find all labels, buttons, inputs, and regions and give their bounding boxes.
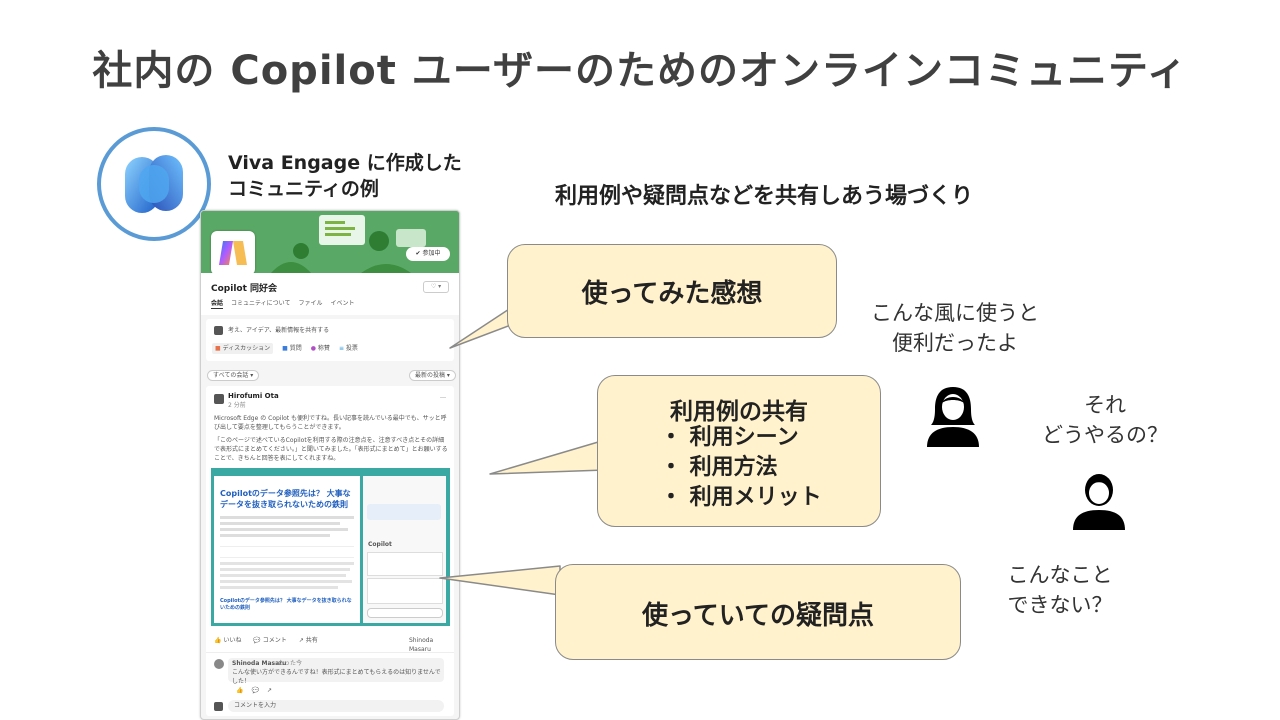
discussion-icon: ■ (215, 345, 223, 352)
pointer-usage (489, 439, 606, 475)
post-type-discussion[interactable]: ■ ディスカッション (212, 343, 274, 354)
callout-usage: 利用例の共有 ・ 利用シーン ・ 利用方法 ・ 利用メリット (597, 375, 881, 527)
copilot-label: Copilot (368, 541, 392, 548)
seen-by: Shinoda Masaru (409, 637, 434, 653)
avatar (214, 702, 223, 711)
post-author[interactable]: Hirofumi Ota (228, 392, 279, 400)
reply-bubble: Shinoda Masaru たった今 こんな使い方ができるんですね！表形式にま… (228, 658, 444, 685)
post-time: 2 分前 (228, 402, 246, 409)
reply-author[interactable]: Shinoda Masaru (232, 660, 287, 667)
community-screenshot: ✔ 参加中 Copilot 同好会 ♡ ▾ 会話 コミュニティについて ファイル… (200, 210, 460, 720)
article-subheading: Copilotのデータ参照先は？ 大事なデータを抜き取られないための鉄則 (220, 598, 352, 611)
poll-icon: ≡ (338, 345, 346, 352)
post-text-2: 「このページで述べているCopilotを利用する際の注意点を、注意すべき点とその… (214, 437, 448, 462)
screenshot-caption: Viva Engage に作成した コミュニティの例 (228, 152, 462, 200)
callout-impressions: 使ってみた感想 (507, 244, 837, 338)
community-name: Copilot 同好会 (211, 284, 278, 294)
share-icon[interactable]: ↗ (266, 687, 272, 694)
joined-badge[interactable]: ✔ 参加中 (406, 247, 450, 261)
favorite-icon[interactable]: ♡ ▾ (423, 281, 449, 293)
callout-questions: 使っていての疑問点 (555, 564, 961, 660)
speech-cant: こんなこと できない？ (1007, 563, 1113, 617)
usage-item: ・ 利用方法 (660, 455, 778, 480)
more-icon[interactable]: … (440, 393, 446, 400)
speech-how: それ どうやるの？ (1042, 393, 1168, 447)
usage-item: ・ 利用メリット (660, 485, 822, 510)
pointer-questions (439, 565, 561, 596)
avatar (214, 394, 224, 404)
post-text-1: Microsoft Edge の Copilot も便利ですね。長い記事を読んで… (214, 415, 447, 431)
filter-all-dropdown[interactable]: すべての会話 ▾ (207, 370, 260, 381)
article-heading: Copilotのデータ参照先は？ 大事なデータを抜き取られないための鉄則 (220, 489, 351, 509)
man-user-icon (1073, 474, 1125, 530)
like-icon[interactable]: 👍 (236, 687, 244, 694)
post-actions: 👍 いいね 💬 コメント ↗ 共有 (214, 636, 318, 645)
copilot-sidebar: Copilot (363, 476, 446, 623)
post-type-poll[interactable]: ≡ 投票 (338, 345, 358, 352)
question-icon: ■ (282, 345, 290, 352)
filter-recent-dropdown[interactable]: 最新の投稿 ▾ (409, 370, 456, 381)
like-button[interactable]: 👍 いいね (214, 637, 242, 644)
usage-list: ・ 利用シーン ・ 利用方法 ・ 利用メリット (660, 423, 822, 513)
share-button[interactable]: ↗ 共有 (298, 637, 318, 644)
tab-events[interactable]: イベント (330, 300, 355, 307)
compose-card: 考え、アイデア、最新情報を共有する ■ ディスカッション ■ 質問 ● 称賛 ≡… (206, 319, 454, 361)
post-image[interactable]: Copilotのデータ参照先は？ 大事なデータを抜き取られないための鉄則 Cop… (211, 468, 450, 626)
praise-icon: ● (310, 345, 318, 352)
community-icon (211, 231, 255, 275)
usage-item: ・ 利用シーン (660, 425, 799, 450)
post-type-praise[interactable]: ● 称賛 (310, 345, 330, 352)
comment-input[interactable]: コメントを入力 (228, 700, 444, 712)
post-type-question[interactable]: ■ 質問 (282, 345, 302, 352)
subtitle: 利用例や疑問点などを共有しあう場づくり (555, 184, 974, 209)
reply-actions: 👍 💬 ↗ (236, 686, 272, 695)
avatar (214, 326, 223, 335)
slide-title: 社内の Copilot ユーザーのためのオンラインコミュニティ (92, 48, 1188, 94)
compose-input[interactable]: 考え、アイデア、最新情報を共有する (228, 327, 330, 334)
comment-button[interactable]: 💬 コメント (253, 637, 287, 644)
woman-user-icon (927, 387, 979, 447)
tab-files[interactable]: ファイル (298, 300, 323, 307)
copilot-logo (97, 127, 211, 241)
reply-text: こんな使い方ができるんですね！表形式にまとめてもらえるのは知りませんでした！ (232, 669, 441, 685)
speech-convenient: こんな風に使うと 便利だったよ (871, 301, 1039, 355)
reply-time: たった今 (278, 660, 303, 667)
post-card: Hirofumi Ota 2 分前 … Microsoft Edge の Cop… (206, 386, 454, 716)
comment-icon[interactable]: 💬 (251, 687, 259, 694)
tab-about[interactable]: コミュニティについて (231, 300, 291, 307)
community-tabs: 会話 コミュニティについて ファイル イベント (211, 299, 355, 309)
tab-conversations[interactable]: 会話 (211, 300, 224, 309)
avatar (214, 659, 224, 669)
